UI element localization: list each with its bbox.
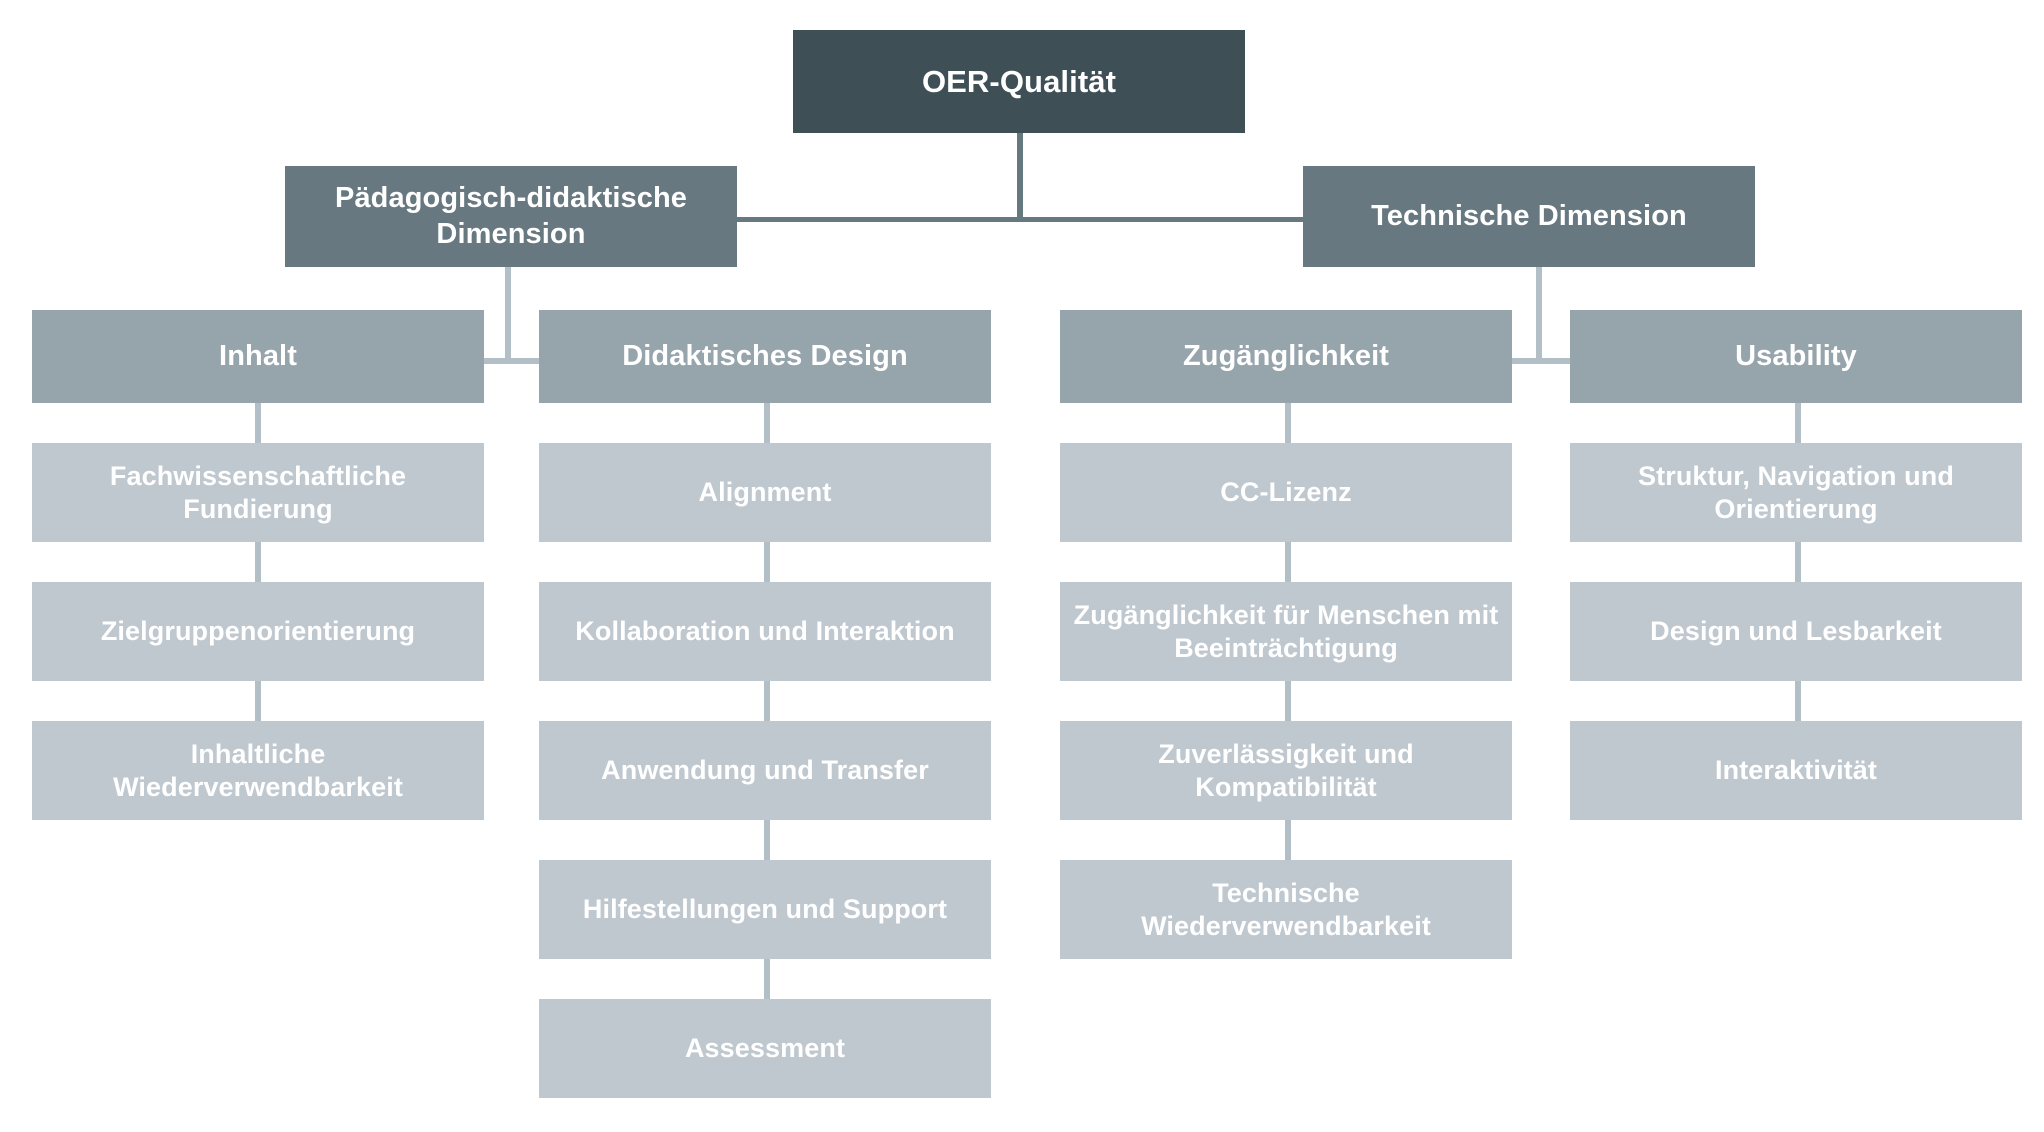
node-leaf-hilfestellungen-und-support[interactable]: Hilfestellungen und Support [539, 860, 991, 959]
connector-col3-seg1 [1285, 403, 1291, 443]
connector-tech-stem [1536, 267, 1542, 362]
node-leaf-design-und-lesbarkeit[interactable]: Design und Lesbarkeit [1570, 582, 2022, 681]
connector-col4-seg1 [1795, 403, 1801, 443]
connector-col3-seg2 [1285, 542, 1291, 582]
node-leaf-anwendung-und-transfer[interactable]: Anwendung und Transfer [539, 721, 991, 820]
node-category-usability[interactable]: Usability [1570, 310, 2022, 403]
node-leaf-struktur-navigation-und-orientierung[interactable]: Struktur, Navigation und Orientierung [1570, 443, 2022, 542]
node-leaf-zuverlaessigkeit-und-kompatibilitaet[interactable]: Zuverlässigkeit und Kompatibilität [1060, 721, 1512, 820]
node-leaf-zielgruppenorientierung[interactable]: Zielgruppenorientierung [32, 582, 484, 681]
connector-col2-seg1 [764, 403, 770, 443]
connector-col1-seg1 [255, 403, 261, 443]
node-root-oer-qualitaet[interactable]: OER-Qualität [793, 30, 1245, 133]
node-leaf-interaktivitaet[interactable]: Interaktivität [1570, 721, 2022, 820]
node-leaf-inhaltliche-wiederverwendbarkeit[interactable]: Inhaltliche Wiederverwendbarkeit [32, 721, 484, 820]
connector-tech-bus [1285, 358, 1795, 364]
connector-col2-seg2 [764, 542, 770, 582]
node-dimension-paedagogisch-didaktisch[interactable]: Pädagogisch-didaktische Dimension [285, 166, 737, 267]
connector-col4-seg2 [1795, 542, 1801, 582]
connector-col3-seg3 [1285, 681, 1291, 721]
connector-paed-stem [505, 267, 511, 362]
node-leaf-kollaboration-und-interaktion[interactable]: Kollaboration und Interaktion [539, 582, 991, 681]
node-leaf-cc-lizenz[interactable]: CC-Lizenz [1060, 443, 1512, 542]
connector-col2-seg5 [764, 959, 770, 999]
connector-paed-bus [255, 358, 765, 364]
connector-col4-seg3 [1795, 681, 1801, 721]
node-dimension-technisch[interactable]: Technische Dimension [1303, 166, 1755, 267]
connector-col1-seg3 [255, 681, 261, 721]
node-leaf-alignment[interactable]: Alignment [539, 443, 991, 542]
node-leaf-zugaenglichkeit-fuer-menschen-mit-beeintraechtigung[interactable]: Zugänglichkeit für Menschen mit Beeinträ… [1060, 582, 1512, 681]
connector-col3-seg4 [1285, 820, 1291, 860]
node-leaf-technische-wiederverwendbarkeit[interactable]: Technische Wiederverwendbarkeit [1060, 860, 1512, 959]
node-category-zugaenglichkeit[interactable]: Zugänglichkeit [1060, 310, 1512, 403]
connector-col2-seg4 [764, 820, 770, 860]
connector-dimension-bus [735, 217, 1305, 222]
connector-col2-seg3 [764, 681, 770, 721]
node-leaf-fachwissenschaftliche-fundierung[interactable]: Fachwissenschaftliche Fundierung [32, 443, 484, 542]
node-category-didaktisches-design[interactable]: Didaktisches Design [539, 310, 991, 403]
connector-col1-seg2 [255, 542, 261, 582]
node-category-inhalt[interactable]: Inhalt [32, 310, 484, 403]
connector-root-stem [1017, 133, 1023, 220]
node-leaf-assessment[interactable]: Assessment [539, 999, 991, 1098]
